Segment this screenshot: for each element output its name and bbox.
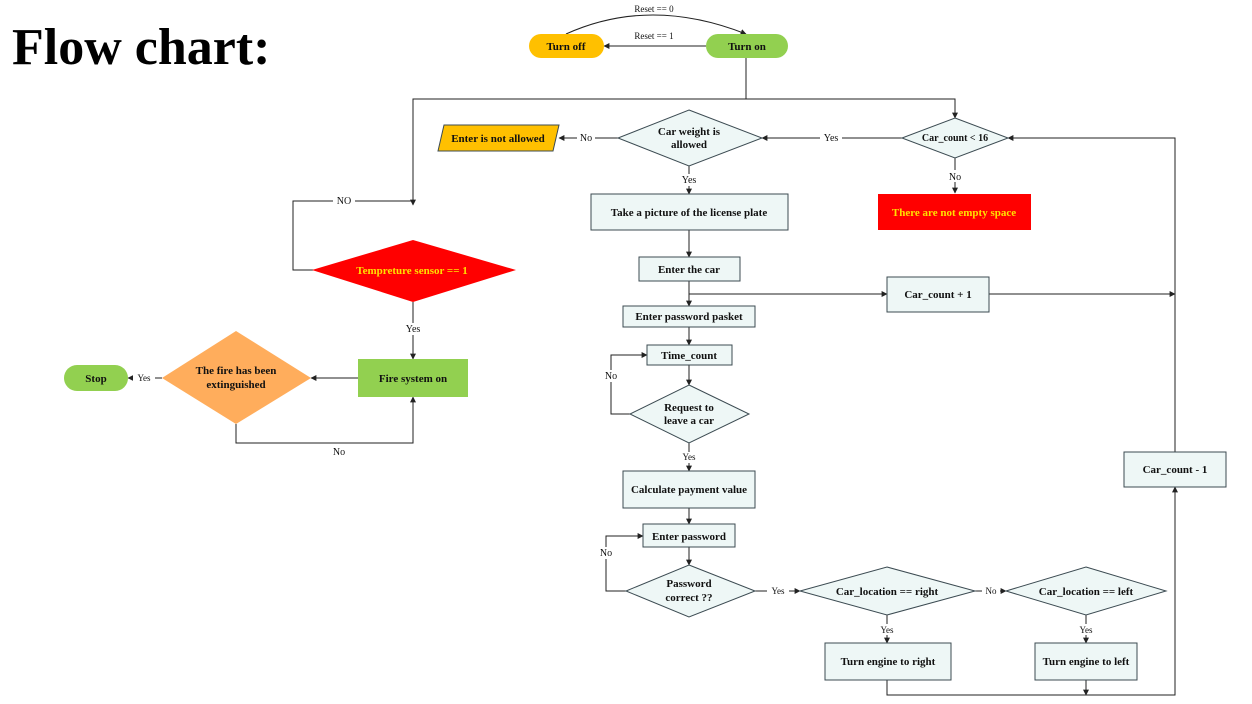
- svg-text:Enter the car: Enter the car: [658, 264, 720, 276]
- node-time-count: Time_count: [646, 344, 733, 366]
- node-car-weight-diamond: Car weight is allowed: [616, 109, 764, 167]
- svg-text:Enter password pasket: Enter password pasket: [635, 311, 743, 323]
- svg-text:Calculate payment value: Calculate payment value: [631, 484, 747, 496]
- svg-text:Turn on: Turn on: [728, 41, 766, 53]
- svg-text:allowed: allowed: [671, 139, 707, 151]
- svg-text:Tempreture sensor == 1: Tempreture sensor == 1: [356, 265, 467, 277]
- edge-turnon-temp: [410, 58, 747, 206]
- label-weight-yes: Yes: [682, 175, 697, 186]
- svg-text:Car_location == right: Car_location == right: [836, 586, 939, 598]
- node-enter-password: Enter password: [642, 523, 736, 548]
- node-turn-on: Turn on: [706, 34, 788, 58]
- label-reset1: Reset == 1: [634, 31, 673, 41]
- svg-text:Car_count - 1: Car_count - 1: [1143, 464, 1208, 476]
- edge-ext-no: [235, 396, 416, 444]
- label-right-yes: Yes: [880, 625, 894, 635]
- node-turn-right: Turn engine to right: [824, 642, 952, 681]
- node-temp-sensor-diamond: Tempreture sensor == 1: [312, 240, 516, 302]
- node-car-count-diamond: Car_count < 16: [900, 117, 1010, 159]
- label-reset0: Reset == 0: [634, 4, 674, 14]
- node-car-location-right-diamond: Car_location == right: [798, 566, 977, 616]
- node-car-location-left-diamond: Car_location == left: [1004, 566, 1168, 616]
- svg-text:Request to: Request to: [664, 402, 714, 414]
- label-request-yes: Yes: [682, 452, 696, 462]
- label-request-no: No: [605, 371, 617, 382]
- label-password-yes: Yes: [771, 586, 785, 596]
- svg-text:leave a car: leave a car: [664, 415, 714, 427]
- edge-labels: Reset == 0 Reset == 1 No Yes Yes No NO Y…: [133, 3, 1097, 635]
- svg-text:Turn engine to left: Turn engine to left: [1043, 656, 1130, 668]
- node-no-empty-space: There are not empty space: [878, 194, 1031, 230]
- edge-password-no: [605, 533, 644, 592]
- svg-text:There are not empty space: There are not empty space: [892, 207, 1016, 219]
- label-right-no: No: [986, 586, 997, 596]
- node-fire-extinguished-diamond: The fire has been extinguished: [162, 331, 311, 424]
- edge-reset0: [565, 14, 747, 35]
- node-enter-not-allowed: Enter is not allowed: [437, 124, 560, 152]
- node-take-picture: Take a picture of the license plate: [590, 193, 789, 231]
- svg-text:Time_count: Time_count: [661, 350, 717, 362]
- label-password-no: No: [600, 548, 612, 559]
- svg-text:Password: Password: [666, 578, 711, 590]
- page-title: Flow chart:: [12, 19, 270, 76]
- label-count-no: No: [949, 172, 961, 183]
- svg-text:Enter password: Enter password: [652, 531, 726, 543]
- edge-right-merge: [886, 680, 1086, 696]
- svg-text:Enter is not allowed: Enter is not allowed: [451, 133, 545, 145]
- edge-minus-count: [1007, 135, 1176, 452]
- svg-text:correct ??: correct ??: [665, 592, 712, 604]
- node-fire-system-on: Fire system on: [358, 359, 468, 397]
- node-turn-off: Turn off: [529, 34, 604, 58]
- node-car-count-minus: Car_count - 1: [1123, 451, 1227, 488]
- svg-text:Car_location == left: Car_location == left: [1039, 586, 1134, 598]
- node-password-correct-diamond: Password correct ??: [624, 564, 757, 618]
- label-weight-no: No: [580, 133, 592, 144]
- edge-request-no: [610, 352, 648, 415]
- node-car-count-plus: Car_count + 1: [886, 276, 990, 313]
- svg-text:Stop: Stop: [85, 373, 106, 385]
- node-password-packet: Enter password pasket: [622, 305, 756, 328]
- label-fire-yes: Yes: [137, 373, 151, 383]
- svg-text:extinguished: extinguished: [206, 379, 265, 391]
- svg-text:Turn off: Turn off: [546, 41, 585, 53]
- label-temp-no: NO: [337, 196, 351, 207]
- edges: [127, 14, 1178, 696]
- label-count-yes: Yes: [824, 133, 839, 144]
- svg-text:Car weight is: Car weight is: [658, 126, 721, 138]
- node-stop: Stop: [64, 365, 128, 391]
- edge-turnon-count: [746, 98, 958, 119]
- svg-text:Fire system on: Fire system on: [379, 373, 447, 385]
- label-left-yes: Yes: [1079, 625, 1093, 635]
- svg-text:Take a picture of the license: Take a picture of the license plate: [611, 207, 768, 219]
- label-fire-no: No: [333, 447, 345, 458]
- edge-merge-minus: [1086, 486, 1178, 696]
- svg-text:The fire has been: The fire has been: [196, 365, 277, 377]
- node-turn-left: Turn engine to left: [1034, 642, 1138, 681]
- svg-text:Turn engine to right: Turn engine to right: [841, 656, 936, 668]
- label-temp-yes: Yes: [406, 324, 421, 335]
- svg-text:Car_count < 16: Car_count < 16: [922, 133, 988, 144]
- svg-text:Car_count + 1: Car_count + 1: [904, 289, 971, 301]
- node-calc-payment: Calculate payment value: [622, 470, 756, 509]
- node-request-leave-diamond: Request to leave a car: [628, 384, 751, 444]
- node-enter-car: Enter the car: [638, 256, 741, 282]
